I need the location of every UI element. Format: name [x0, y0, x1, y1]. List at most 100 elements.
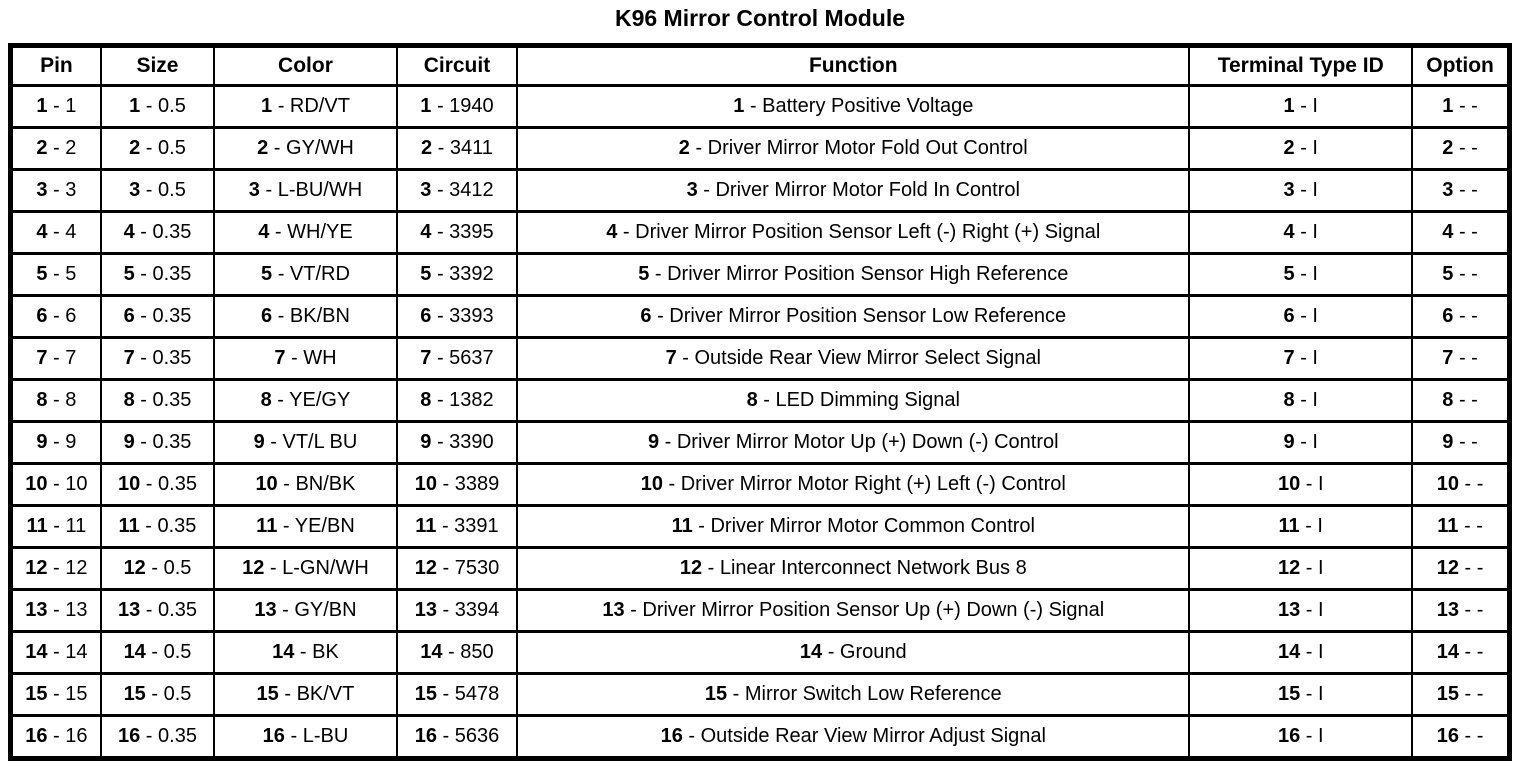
pin-value: - 2 [47, 137, 77, 159]
pin-number: 1 [261, 95, 273, 117]
pin-number: 8 [123, 389, 135, 411]
terminal-type-id-value: - I [1294, 221, 1318, 243]
pin-number: 7 [36, 347, 48, 369]
size-cell: 8 - 0.35 [99, 378, 216, 423]
terminal-type-id-cell: 15 - I [1188, 672, 1414, 717]
pin-number: 13 [1277, 599, 1301, 621]
pin-number: 13 [602, 599, 625, 621]
terminal-type-id-value: - I [1299, 515, 1323, 537]
function-value: - Mirror Switch Low Reference [727, 683, 1002, 705]
size-cell: 9 - 0.35 [99, 420, 216, 465]
function-cell: 4 - Driver Mirror Position Sensor Left (… [516, 210, 1191, 255]
pin-value: - 4 [47, 221, 77, 243]
pin-number: 15 [704, 683, 728, 705]
header-pin: Pin [9, 44, 102, 87]
option-cell: 2 - - [1411, 126, 1511, 171]
color-value: - VT/L BU [264, 431, 358, 453]
pin-number: 2 [257, 137, 269, 159]
function-value: - Driver Mirror Motor Fold Out Control [689, 137, 1028, 159]
pin-number: 4 [606, 221, 618, 243]
size-value: - 0.35 [140, 599, 197, 621]
pin-number: 1 [733, 95, 745, 117]
pin-number: 9 [420, 431, 432, 453]
function-value: - Outside Rear View Mirror Adjust Signal [682, 725, 1046, 747]
pin-cell: 6 - 6 [9, 294, 102, 339]
option-cell: 6 - - [1411, 294, 1511, 339]
pin-value: - 8 [47, 389, 77, 411]
pin-number: 12 [414, 557, 437, 579]
pin-number: 11 [671, 515, 693, 537]
function-cell: 11 - Driver Mirror Motor Common Control [516, 504, 1191, 549]
option-cell: 13 - - [1411, 588, 1511, 633]
circuit-value: - 3395 [431, 221, 494, 243]
pin-number: 12 [679, 557, 703, 579]
circuit-cell: 3 - 3412 [395, 168, 519, 213]
color-cell: 12 - L-GN/WH [213, 546, 398, 591]
pin-number: 13 [118, 599, 141, 621]
header-size: Size [99, 44, 216, 87]
terminal-type-id-value: - I [1300, 599, 1324, 621]
option-value: - - [1453, 305, 1478, 327]
terminal-type-id-cell: 10 - I [1188, 462, 1414, 507]
pin-number: 3 [1442, 179, 1454, 201]
terminal-type-id-value: - I [1300, 683, 1324, 705]
pin-value: - 7 [47, 347, 77, 369]
pin-cell: 13 - 13 [9, 588, 102, 633]
header-circuit: Circuit [395, 44, 519, 87]
terminal-type-id-cell: 11 - I [1188, 504, 1414, 549]
function-value: - Driver Mirror Motor Fold In Control [697, 179, 1020, 201]
circuit-value: - 3394 [436, 599, 500, 621]
pin-value: - 13 [47, 599, 88, 621]
pin-number: 10 [640, 473, 663, 495]
pin-number: 2 [36, 137, 48, 159]
option-cell: 11 - - [1411, 504, 1511, 549]
option-value: - - [1458, 683, 1484, 705]
function-cell: 6 - Driver Mirror Position Sensor Low Re… [516, 294, 1191, 339]
pin-number: 8 [260, 389, 272, 411]
pin-number: 2 [129, 137, 141, 159]
terminal-type-id-cell: 14 - I [1188, 630, 1414, 675]
pin-number: 9 [123, 431, 135, 453]
size-cell: 14 - 0.5 [99, 630, 216, 675]
color-cell: 11 - YE/BN [213, 504, 398, 549]
pin-number: 3 [129, 179, 141, 201]
terminal-type-id-cell: 7 - I [1188, 336, 1414, 381]
option-value: - - [1458, 599, 1484, 621]
size-value: - 0.5 [140, 179, 186, 201]
terminal-type-id-cell: 5 - I [1188, 252, 1414, 297]
pin-number: 7 [1442, 347, 1454, 369]
function-cell: 10 - Driver Mirror Motor Right (+) Left … [516, 462, 1191, 507]
pin-value: - 1 [47, 95, 77, 117]
function-value: - Battery Positive Voltage [744, 95, 974, 117]
option-value: - - [1453, 221, 1478, 243]
color-value: - YE/GY [271, 389, 351, 411]
pin-value: - 9 [47, 431, 77, 453]
pin-cell: 12 - 12 [9, 546, 102, 591]
circuit-cell: 9 - 3390 [395, 420, 519, 465]
circuit-value: - 5637 [431, 347, 494, 369]
pin-number: 7 [665, 347, 677, 369]
color-value: - VT/RD [272, 263, 350, 285]
pin-number: 10 [1436, 473, 1459, 495]
size-value: - 0.35 [134, 347, 192, 369]
option-value: - - [1453, 389, 1478, 411]
pin-number: 12 [1436, 557, 1459, 579]
color-cell: 9 - VT/L BU [213, 420, 398, 465]
pin-cell: 2 - 2 [9, 126, 102, 171]
pin-number: 1 [1283, 95, 1295, 117]
circuit-value: - 5636 [436, 725, 500, 747]
pin-number: 13 [25, 599, 48, 621]
function-cell: 8 - LED Dimming Signal [516, 378, 1191, 423]
pin-number: 6 [1442, 305, 1454, 327]
circuit-value: - 3412 [431, 179, 494, 201]
color-cell: 7 - WH [213, 336, 398, 381]
circuit-cell: 13 - 3394 [395, 588, 519, 633]
size-value: - 0.5 [145, 641, 192, 663]
color-value: - GY/WH [268, 137, 354, 159]
function-value: - Driver Mirror Position Sensor Left (-)… [617, 221, 1101, 243]
